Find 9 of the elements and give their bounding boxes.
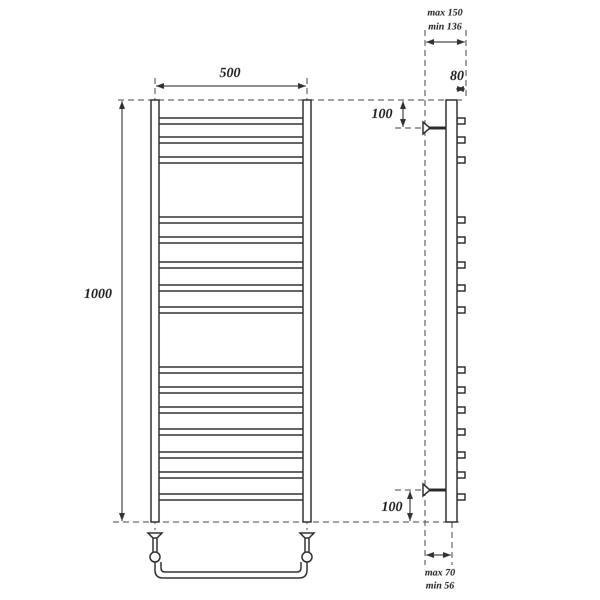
dimension-label: max 150 — [427, 8, 463, 18]
dimension-label: min 56 — [426, 580, 454, 592]
dimension-label: 1000 — [84, 287, 112, 303]
dimension-label: max 70 — [424, 568, 456, 578]
dimension-label: min 136 — [428, 22, 462, 32]
dimension-label: 500 — [220, 66, 240, 82]
dimension-label: 100 — [372, 107, 392, 123]
dimension-label: 100 — [382, 500, 402, 516]
dimension-label: 80 — [450, 69, 464, 85]
